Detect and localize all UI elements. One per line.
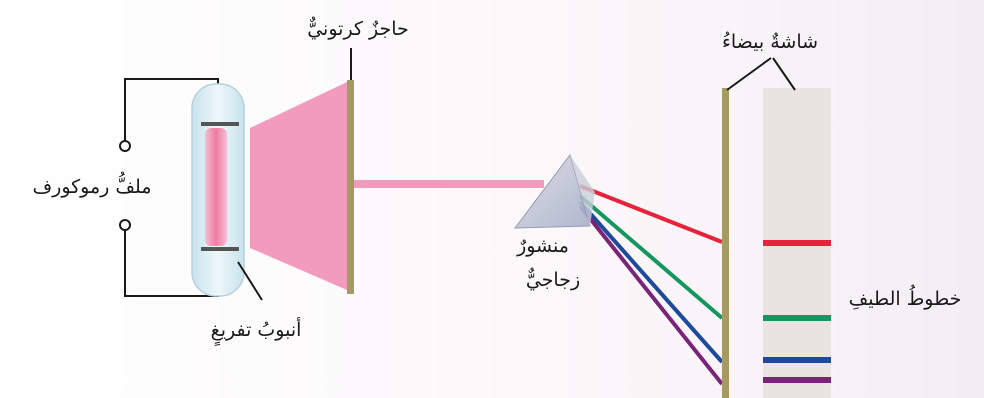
discharge-tube [191,83,245,297]
tube-electrode-top [201,122,239,126]
coil-terminal-bottom [119,219,131,231]
tube-glow [205,128,227,246]
label-white-screen: شاشةٌ بيضاءُ [722,31,818,53]
screen-strip [722,88,729,398]
label-spectrum-lines: خطوطُ الطيفِ [849,285,962,310]
spectral-line-blue [763,357,831,363]
glass-prism [513,153,595,229]
prism-face [570,155,595,226]
label-prism-line2: زجاجيٌّ [526,268,580,291]
label-prism-line1: منشورٌ [516,235,569,257]
tube-electrode-bottom [201,247,239,251]
label-ruhmkorff-coil: ملفُّ رموكورف [32,172,151,198]
label-discharge-tube: أنبوبُ تفريغٍ [211,317,302,347]
leader-lines [237,48,796,301]
leader-screen-left [726,57,772,91]
incident-light-beam [354,180,544,188]
cardboard-barrier [347,80,354,294]
coil-terminal-top [119,140,131,152]
ray-purple [578,204,724,386]
leader-tube [237,261,263,301]
spectral-line-green [763,315,831,321]
ray-blue [578,200,724,364]
spectral-line-purple [763,377,831,383]
emitted-light-cone [250,82,347,290]
spectral-lines [763,240,831,383]
label-cardboard-barrier: حاجزٌ كرتونيٌّ [307,17,409,40]
leader-screen-right [772,57,796,91]
ray-red [579,184,723,244]
dispersed-rays [578,184,724,386]
spectral-line-red [763,240,831,246]
prism-body [513,153,591,229]
ray-green [578,194,724,320]
